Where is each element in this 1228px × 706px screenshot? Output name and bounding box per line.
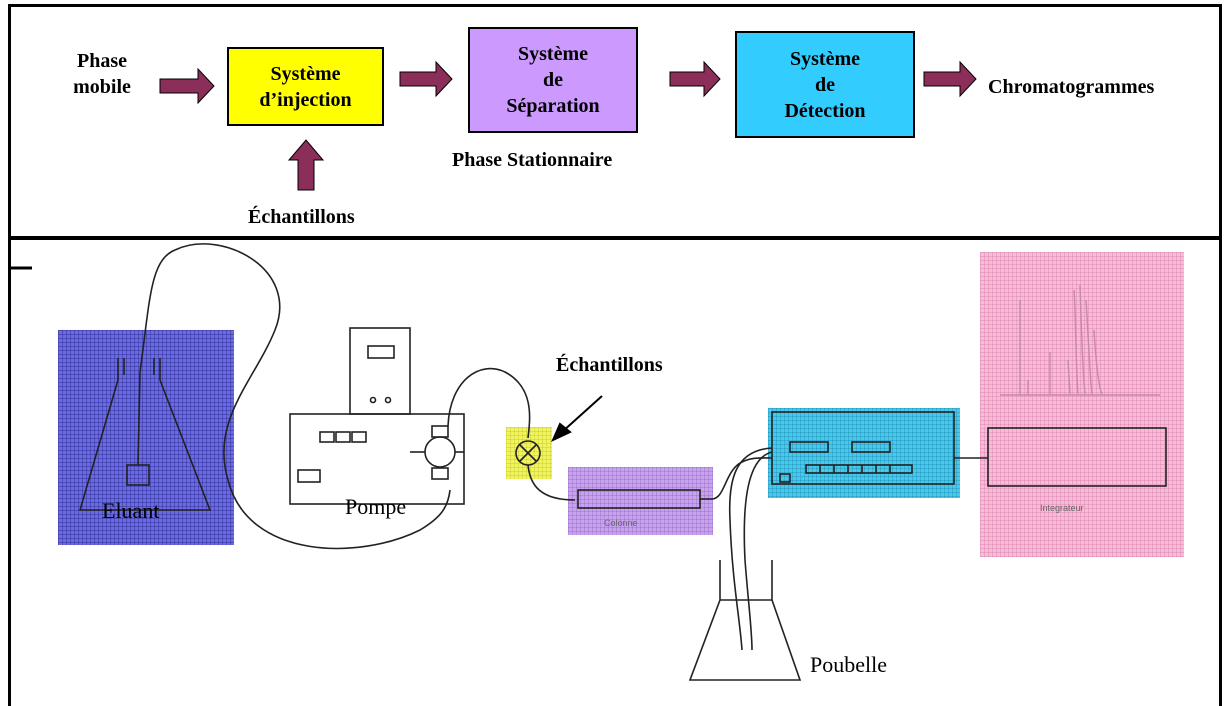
arrow-right-icon (669, 60, 721, 98)
colonne-highlight (568, 467, 713, 535)
arrow-right-icon (923, 60, 977, 98)
poubelle-label: Poubelle (810, 652, 887, 677)
eluant-highlight (58, 330, 234, 545)
colonne-label: Colonne (604, 518, 638, 528)
eluant-label: Eluant (102, 498, 160, 523)
injection-system-box: Système d’injection (227, 47, 384, 126)
echantillons-flow-label: Échantillons (248, 206, 355, 228)
detection-system-label: Système de Détection (784, 47, 866, 122)
arrow-up-icon (287, 139, 325, 191)
echantillons-apparatus-label: Échantillons (556, 354, 663, 376)
phase-mobile-label: Phase mobile (73, 50, 131, 98)
integrateur-highlight (980, 252, 1184, 557)
detection-system-box: Système de Détection (735, 31, 915, 138)
arrow-right-icon (159, 67, 215, 105)
apparatus-panel (8, 236, 1222, 706)
arrow-right-icon (399, 60, 453, 98)
detector-highlight (768, 408, 960, 498)
phase-stationnaire-label: Phase Stationnaire (452, 149, 613, 171)
pompe-label: Pompe (345, 494, 407, 519)
chromatogrammes-label: Chromatogrammes (988, 76, 1155, 98)
separation-system-box: Système de Séparation (468, 27, 638, 133)
injection-system-label: Système d’injection (259, 62, 352, 111)
integrateur-label: Integrateur (1040, 503, 1084, 513)
separation-system-label: Système de Séparation (506, 43, 600, 117)
